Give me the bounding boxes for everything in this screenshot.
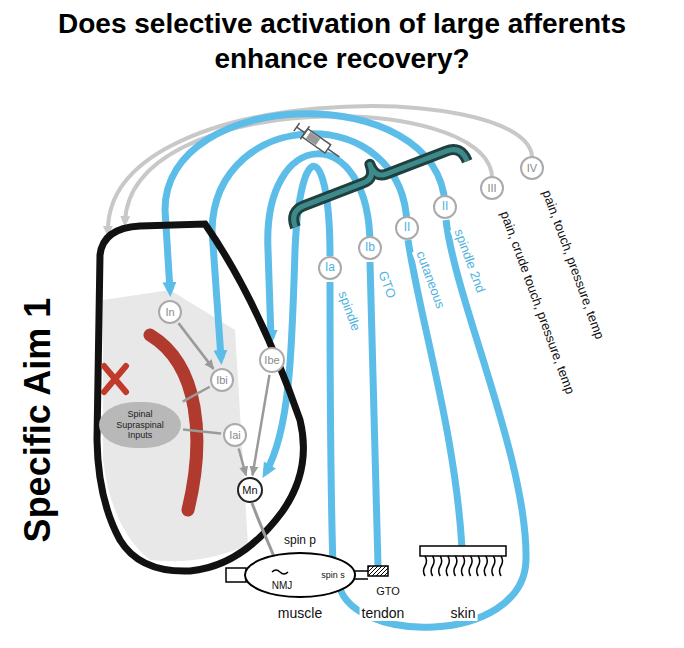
connector: [179, 323, 214, 369]
lesion-mark: [104, 366, 126, 392]
bracket-fill: [284, 131, 467, 227]
node-text: Spinal Supraspinal Inputs: [107, 409, 173, 440]
neuron-circle: IV: [520, 156, 544, 180]
skin-hair: [484, 556, 487, 576]
skin-hair: [439, 556, 442, 576]
neuron-circle: II: [395, 216, 419, 240]
neuron-circle: In: [158, 300, 182, 324]
skin-hair: [469, 556, 472, 576]
skin-hair: [462, 556, 465, 576]
node-text: Ib: [365, 241, 375, 255]
skin-hair: [477, 556, 480, 576]
neuron-circle: III: [480, 176, 504, 200]
part-label: muscle: [276, 605, 324, 621]
node-text: Ia: [325, 261, 335, 275]
ib-fiber: [370, 262, 378, 566]
part-label: spindle: [334, 287, 363, 335]
ia-fiber: [330, 282, 333, 566]
bracket-outline: [284, 131, 467, 227]
skin-hair: [454, 556, 457, 576]
syringe-fluid: [306, 132, 320, 145]
tendon: [368, 566, 388, 576]
node-text: Mn: [242, 484, 257, 497]
node-text: Ibe: [264, 354, 279, 367]
large-afferents: [165, 114, 526, 628]
neuron-circle: Ia: [318, 256, 342, 280]
muscle: [245, 553, 355, 597]
part-label: GTO: [374, 585, 402, 598]
connector: [183, 387, 210, 402]
skin-hair: [424, 556, 427, 576]
skin-hair: [431, 556, 434, 576]
node-text: Ibi: [216, 374, 228, 387]
neuron-circle: Ibe: [259, 347, 285, 373]
part-label: NMJ: [270, 580, 295, 592]
neuron-circle: Ibi: [210, 368, 234, 392]
connector: [239, 449, 246, 476]
nmj-mark: [272, 570, 288, 574]
muscle-origin: [226, 568, 246, 582]
title: Does selective activation of large affer…: [42, 6, 642, 76]
tendon-fibers: [355, 571, 368, 579]
node-text: In: [165, 306, 174, 319]
part-label: GTO: [374, 267, 399, 302]
skin-hairs: [424, 556, 503, 576]
bracket: [284, 131, 467, 227]
skin-hair: [500, 556, 503, 576]
skin-hair: [446, 556, 449, 576]
node-text: II: [442, 200, 449, 214]
aim-heading: Specific Aim 1: [17, 296, 58, 545]
cord-fill: [97, 224, 303, 571]
cord-outline: [97, 224, 303, 571]
input-region: Spinal Supraspinal Inputs: [99, 402, 181, 448]
part-label: spin s: [319, 570, 347, 580]
neuron-circle: II: [433, 195, 457, 219]
syringe-barrel: [302, 129, 331, 153]
neuron-circle: Iai: [223, 423, 247, 447]
connector: [253, 375, 270, 475]
node-text: IV: [527, 162, 537, 175]
skin-hair: [492, 556, 495, 576]
syringe-parts: [292, 121, 344, 164]
neuron-circle: Mn: [237, 477, 263, 503]
skin: [420, 546, 506, 556]
syringe: [292, 121, 344, 164]
part-label: skin: [449, 605, 478, 621]
spindle2-fiber: [338, 220, 526, 627]
node-text: III: [487, 182, 496, 195]
connector: [183, 430, 221, 434]
part-label: spin p: [282, 534, 318, 548]
neuron-circle: Ib: [358, 236, 382, 260]
node-text: Iai: [229, 429, 241, 442]
cutaneous-fiber: [408, 240, 462, 548]
part-label: tendon: [360, 605, 407, 621]
node-text: II: [404, 221, 411, 235]
